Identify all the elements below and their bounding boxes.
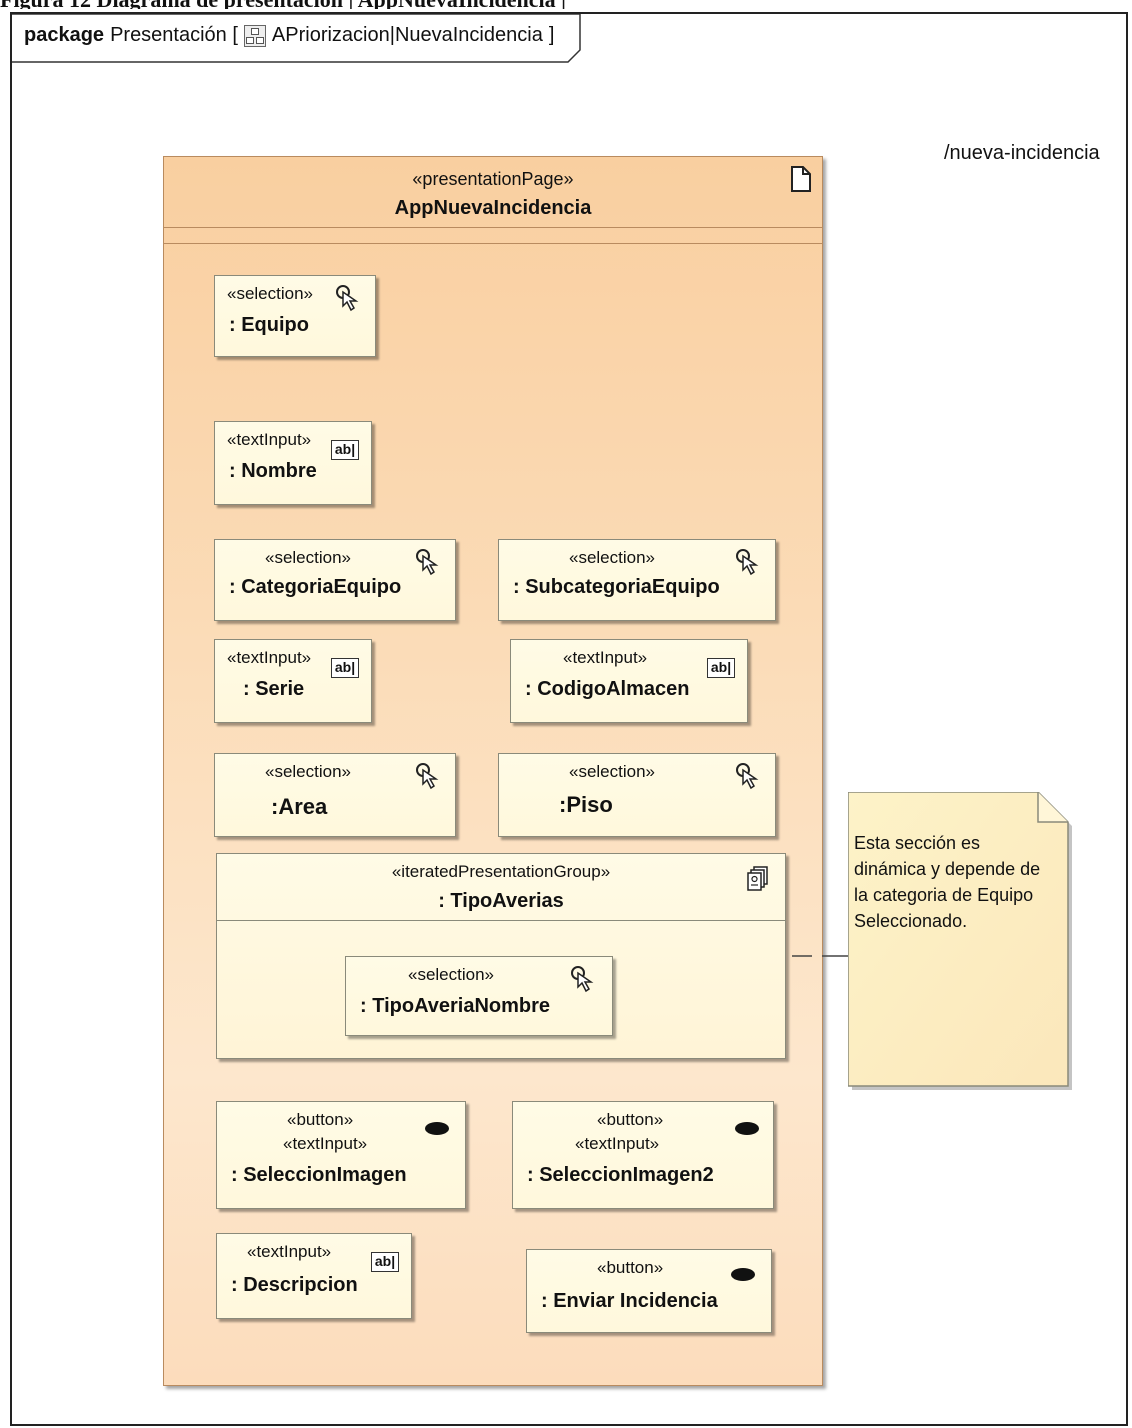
diagram-name: APriorizacion|NuevaIncidencia [271,24,543,46]
text-input-icon: ab| [331,440,359,460]
selection-area[interactable]: «selection» :Area [214,753,456,837]
divider [164,243,822,244]
text-input-icon: ab| [371,1252,399,1272]
divider [217,920,785,921]
package-frame [10,12,1128,1426]
cursor-icon [413,760,445,797]
package-close: ] [548,24,555,46]
stereotype-label: «selection» [569,548,656,567]
comment-note[interactable]: Esta sección es dinámica y depende de la… [848,792,1072,1090]
package-tab [12,14,581,63]
element-name: : CodigoAlmacen [525,678,690,700]
page-name: AppNuevaIncidencia [394,197,592,219]
stereotype-label: «textInput» [563,648,648,667]
stereotype-label: «textInput» [227,648,312,667]
textinput-serie[interactable]: «textInput» ab| : Serie [214,639,372,723]
element-name: : Enviar Incidencia [541,1290,718,1312]
element-name: : SeleccionImagen2 [527,1164,714,1186]
element-name: : TipoAveriaNombre [360,995,551,1017]
package-name: Presentación [ [110,24,238,46]
button-icon [731,1268,755,1281]
selection-categoria-equipo[interactable]: «selection» : CategoriaEquipo [214,539,456,621]
page-stereotype: «presentationPage» [412,169,574,189]
cursor-icon [333,282,365,319]
element-name: : SeleccionImagen [231,1164,407,1186]
stereotype-label: «textInput» [227,430,312,449]
text-input-icon: ab| [331,658,359,678]
cursor-icon [733,760,765,797]
stereotype-label: «selection» [265,762,352,781]
element-name: : Serie [243,678,305,700]
stereotype-label: «textInput» [247,1242,332,1261]
page-header: «presentationPage» AppNuevaIncidencia [164,157,822,227]
stereotype-label: «textInput» [575,1134,660,1153]
button-icon [735,1122,759,1135]
cursor-icon [568,963,600,1000]
textinput-descripcion[interactable]: «textInput» ab| : Descripcion [216,1233,412,1319]
selection-equipo[interactable]: «selection» : Equipo [214,275,376,357]
presentation-page[interactable]: «presentationPage» AppNuevaIncidencia «s… [163,156,823,1386]
button-enviar-incidencia[interactable]: «button» : Enviar Incidencia [526,1249,772,1333]
diagram-icon [243,24,266,47]
text-input-icon: ab| [707,658,735,678]
cursor-icon [413,546,445,583]
iterated-group-tipo-averias[interactable]: «iteratedPresentationGroup» : TipoAveria… [216,853,786,1059]
button-icon [425,1122,449,1135]
stereotype-label: «button» [287,1110,354,1129]
stereotype-label: «button» [597,1258,664,1277]
stereotype-label: «selection» [227,284,314,303]
package-keyword: package [24,24,105,46]
element-name: :Piso [559,792,613,817]
element-name: : Equipo [229,314,309,336]
textinput-codigo-almacen[interactable]: «textInput» ab| : CodigoAlmacen [510,639,748,723]
stereotype-label: «button» [597,1110,664,1129]
package-label: package Presentación [ APriorizacion|Nue… [24,24,554,47]
document-icon [790,165,812,198]
divider [164,227,822,228]
stereotype-label: «textInput» [283,1134,368,1153]
button-seleccion-imagen[interactable]: «button» «textInput» : SeleccionImagen [216,1101,466,1209]
button-seleccion-imagen2[interactable]: «button» «textInput» : SeleccionImagen2 [512,1101,774,1209]
stereotype-label: «iteratedPresentationGroup» [391,862,611,881]
textinput-nombre[interactable]: «textInput» ab| : Nombre [214,421,372,505]
element-name: : Descripcion [231,1274,358,1296]
element-name: : Nombre [229,460,317,482]
cursor-icon [733,546,765,583]
element-name: : CategoriaEquipo [229,576,402,598]
stack-icon [747,866,769,897]
selection-tipo-averia-nombre[interactable]: «selection» : TipoAveriaNombre [345,956,613,1036]
stereotype-label: «selection» [408,965,495,984]
selection-piso[interactable]: «selection» :Piso [498,753,776,837]
figure-caption: Figura 12 Diagrama de presentación | App… [0,0,1132,9]
element-name: :Area [271,794,328,819]
frame-edge [10,1290,12,1426]
selection-subcategoria-equipo[interactable]: «selection» : SubcategoriaEquipo [498,539,776,621]
note-connector [792,944,848,957]
element-name: : SubcategoriaEquipo [513,576,720,598]
note-text: Esta sección es dinámica y depende de la… [854,833,1041,931]
stereotype-label: «selection» [265,548,352,567]
element-name: : TipoAverias [438,890,564,912]
route-label: /nueva-incidencia [944,142,1100,164]
stereotype-label: «selection» [569,762,656,781]
